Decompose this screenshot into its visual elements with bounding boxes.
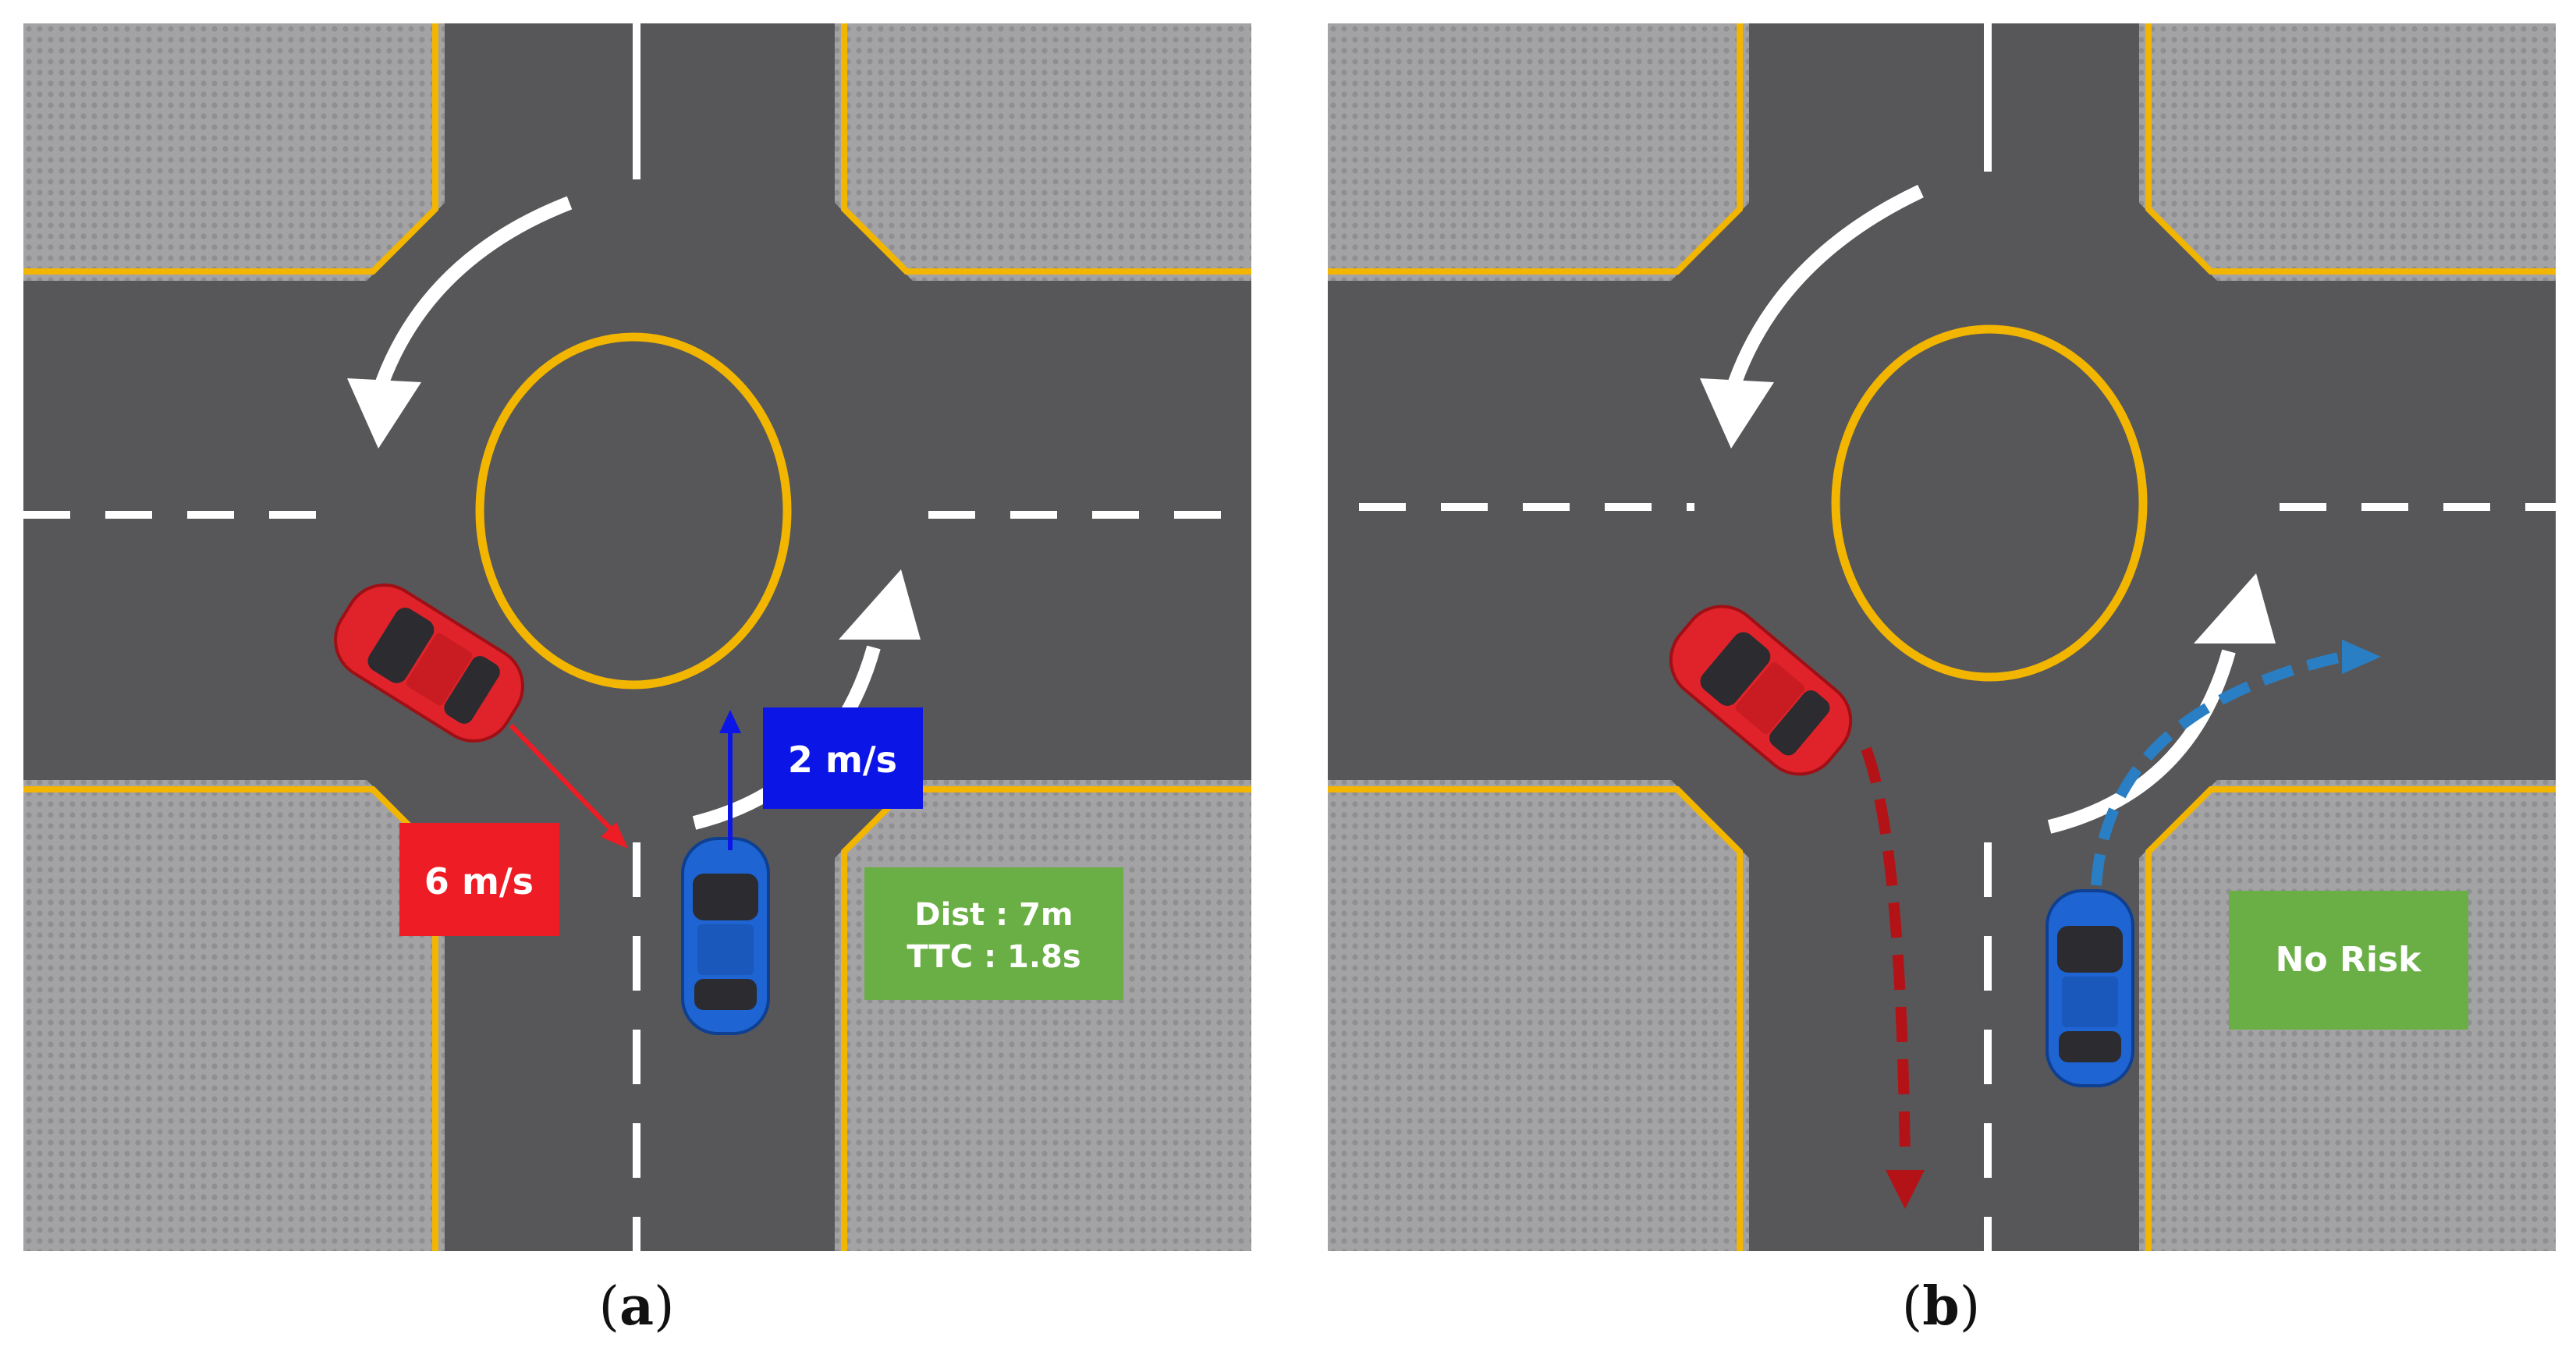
panel-b-diagram: No Risk <box>1328 23 2556 1251</box>
lane-markings <box>23 23 1251 1251</box>
caption-letter: a <box>619 1275 655 1338</box>
turn-arrow-icon <box>347 196 573 448</box>
info-box: Dist : 7m TTC : 1.8s <box>864 867 1123 1000</box>
central-island <box>475 332 792 690</box>
red-car-icon <box>334 583 524 743</box>
lane-markings <box>1359 23 2556 1251</box>
caption-paren: ( <box>1901 1276 1923 1338</box>
turn-arrow-icon <box>1700 184 1924 448</box>
red-predicted-path <box>1861 746 1925 1209</box>
panel-b-roundabout: No Risk <box>1328 23 2556 1251</box>
info-box: No Risk <box>2229 891 2468 1030</box>
horizontal-road <box>23 281 1251 780</box>
blue-velocity-arrow <box>719 710 741 850</box>
panel-a-diagram: 6 m/s 2 m/s Dist : 7m TTC : 1.8s <box>23 23 1251 1251</box>
red-velocity-arrow <box>509 723 628 849</box>
caption-paren: ) <box>654 1276 675 1338</box>
blue-speed-text: 2 m/s <box>788 739 897 781</box>
red-car-icon <box>1669 604 1853 776</box>
central-island <box>1831 324 2148 682</box>
caption-b: (b) <box>1863 1275 2019 1338</box>
blue-speed-label: 2 m/s <box>763 707 923 809</box>
blue-predicted-path <box>2091 640 2381 886</box>
caption-paren: ( <box>598 1276 619 1338</box>
info-line: TTC : 1.8s <box>907 939 1080 975</box>
red-speed-text: 6 m/s <box>424 860 534 902</box>
blue-car-icon <box>681 837 770 1035</box>
horizontal-road <box>1328 281 2556 780</box>
info-line: Dist : 7m <box>914 897 1073 933</box>
caption-letter: b <box>1922 1275 1960 1338</box>
panel-a-roundabout: 6 m/s 2 m/s Dist : 7m TTC : 1.8s <box>23 23 1251 1251</box>
turn-arrow-icon <box>2047 573 2276 834</box>
curb-lines <box>23 23 1251 1251</box>
info-line: No Risk <box>2276 940 2423 980</box>
caption-a: (a) <box>559 1275 715 1338</box>
red-speed-label: 6 m/s <box>399 823 559 936</box>
caption-paren: ) <box>1959 1276 1981 1338</box>
blue-car-icon <box>2046 889 2134 1087</box>
curb-lines <box>1328 23 2556 1251</box>
